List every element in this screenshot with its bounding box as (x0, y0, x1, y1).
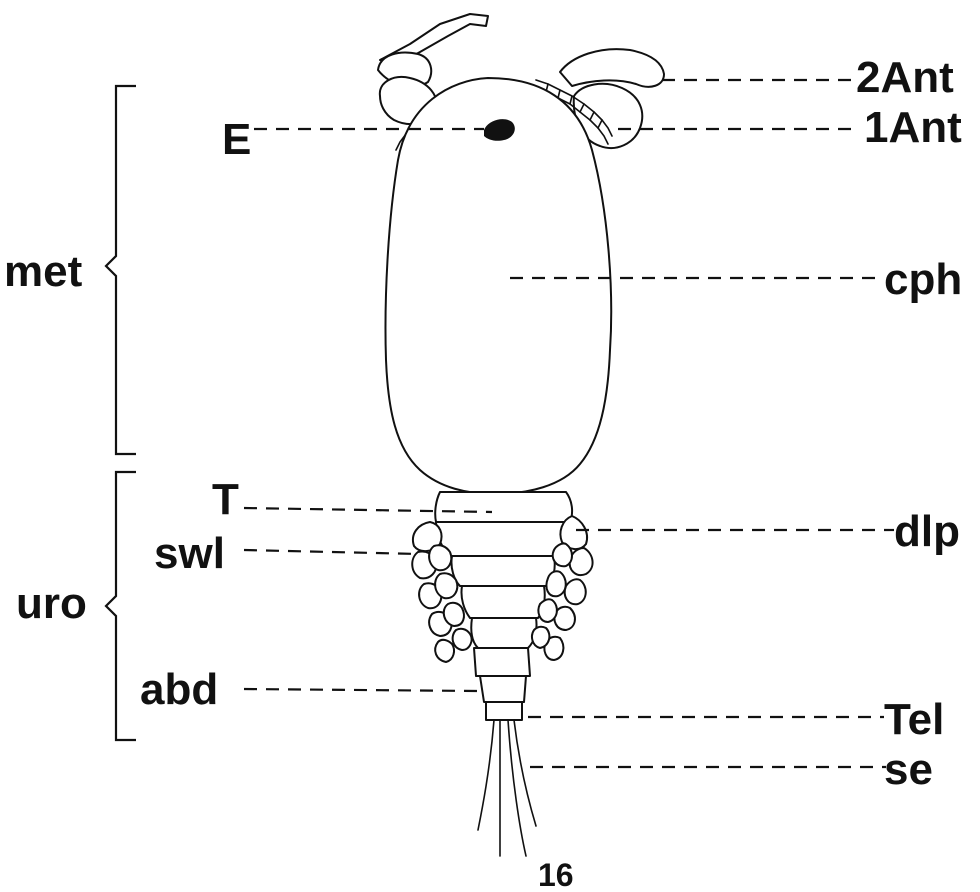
copepod-body (378, 14, 664, 856)
label-se: se (884, 745, 933, 794)
label-uro: uro (16, 579, 87, 628)
label-tel: Tel (884, 695, 944, 744)
label-met: met (4, 247, 83, 296)
label-swl: swl (154, 529, 225, 578)
abd-leader (244, 689, 478, 691)
label-ant2: 2Ant (856, 53, 954, 102)
label-abd: abd (140, 665, 218, 714)
label-eye: E (222, 115, 251, 164)
label-ant1: 1Ant (864, 103, 962, 152)
swl-leader (244, 550, 420, 554)
figure-number: 16 (538, 857, 574, 892)
thorax-segment (435, 492, 572, 522)
caudal-setae (478, 720, 536, 856)
label-cph: cph (884, 255, 962, 304)
label-t: T (212, 475, 239, 524)
metasome-brace (106, 86, 136, 454)
label-dlp: dlp (894, 507, 960, 556)
urosome-brace (106, 472, 136, 740)
